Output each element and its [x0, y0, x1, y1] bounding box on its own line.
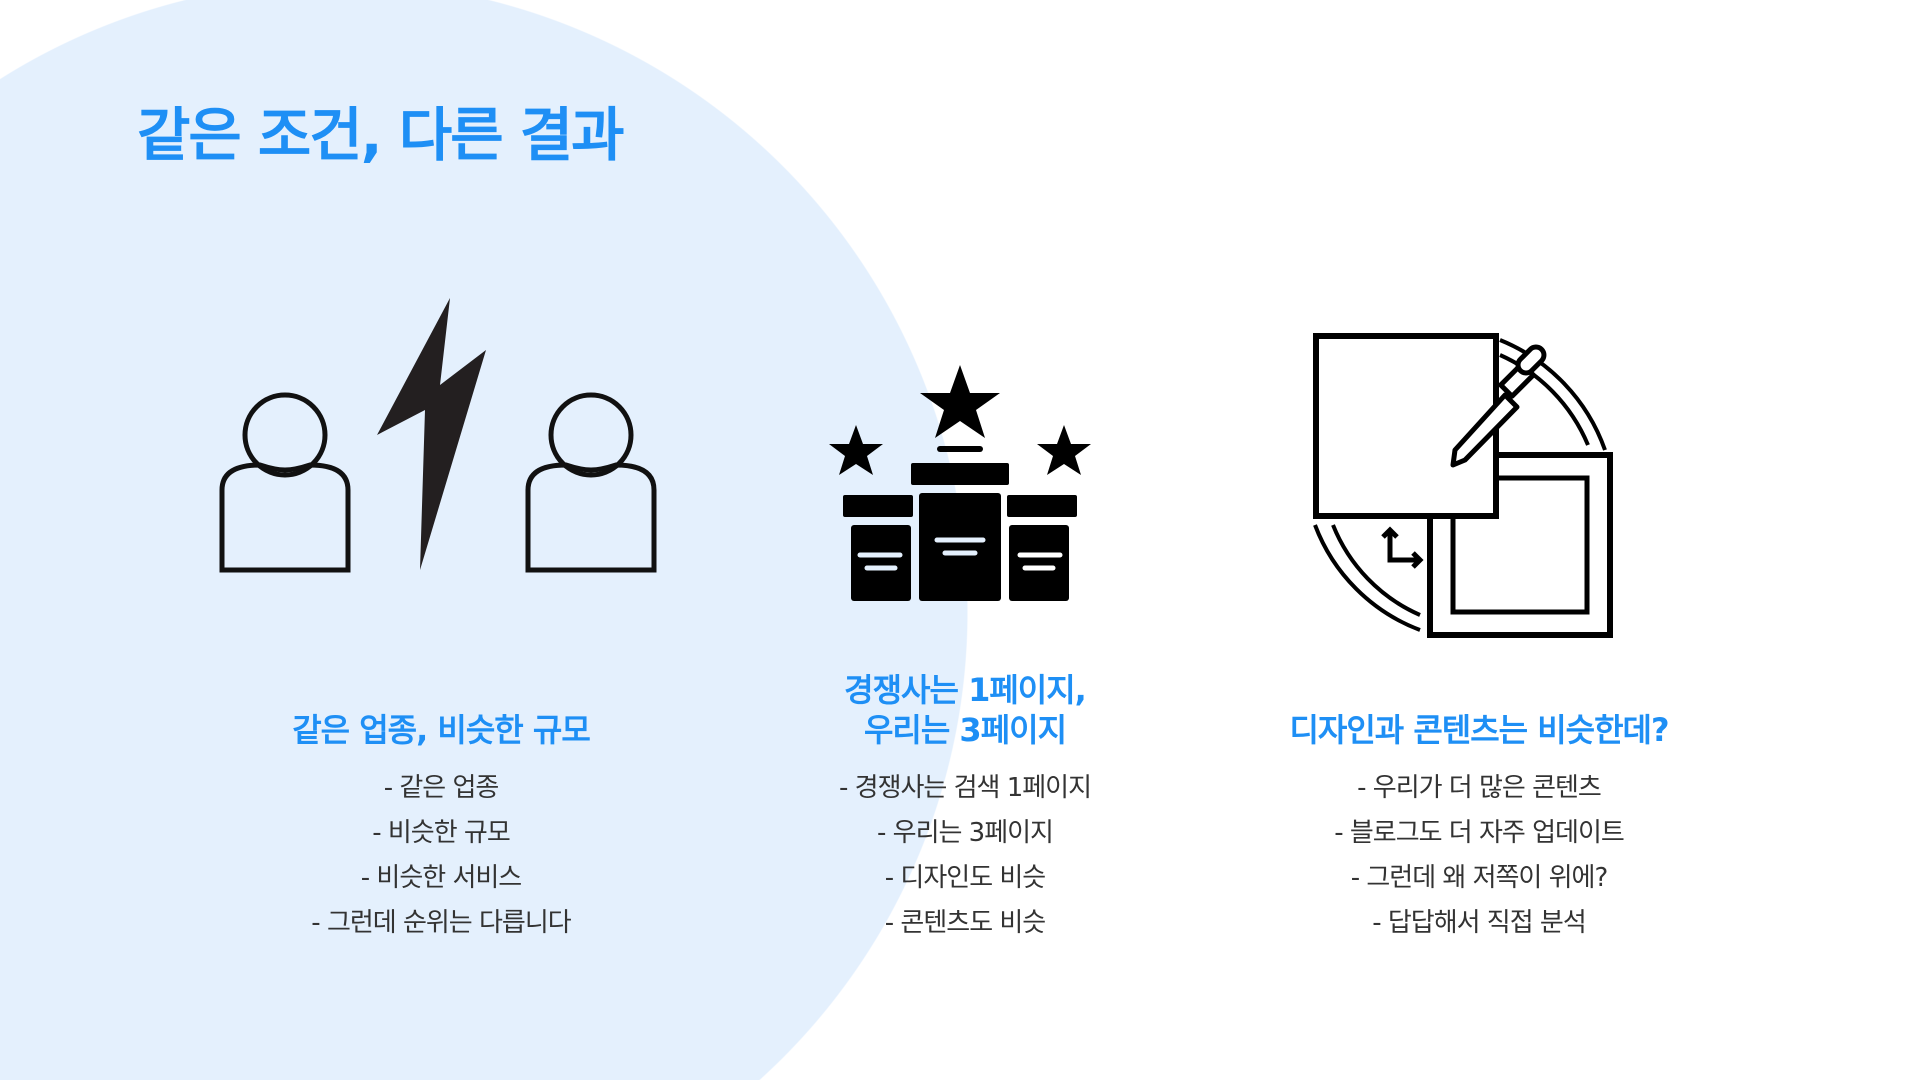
star-icon: [1037, 425, 1091, 475]
list-item: - 우리는 3페이지: [877, 818, 1054, 848]
column-design-content: 디자인과 콘텐츠는 비슷한데? - 우리가 더 많은 콘텐츠 - 블로그도 더 …: [1169, 710, 1789, 946]
page-title: 같은 조건, 다른 결과: [137, 101, 624, 169]
person-head-icon: [548, 392, 634, 478]
person-body-icon: [219, 462, 351, 573]
bullet-list: - 같은 업종 - 비슷한 규모 - 비슷한 서비스 - 그런데 순위는 다릅니…: [131, 766, 751, 946]
list-item: - 답답해서 직접 분석: [1372, 908, 1587, 938]
people-conflict-icon: [219, 298, 657, 573]
list-item: - 디자인도 비슷: [884, 863, 1046, 893]
list-item: - 비슷한 규모: [372, 818, 511, 848]
design-compare-icon: [1313, 333, 1613, 638]
bullet-list: - 경쟁사는 검색 1페이지 - 우리는 3페이지 - 디자인도 비슷 - 콘텐…: [655, 766, 1275, 946]
list-item: - 우리가 더 많은 콘텐츠: [1357, 773, 1602, 803]
person-head-icon: [242, 392, 328, 478]
person-body-icon: [525, 462, 657, 573]
arrow-icon: [1381, 526, 1424, 569]
eyedropper-icon: [1450, 344, 1547, 468]
column-search-rank: 경쟁사는 1페이지,우리는 3페이지 - 경쟁사는 검색 1페이지 - 우리는 …: [655, 670, 1275, 946]
column-heading: 디자인과 콘텐츠는 비슷한데?: [1289, 711, 1669, 749]
list-item: - 그런데 순위는 다릅니다: [311, 908, 571, 938]
star-icon: [829, 425, 883, 475]
list-item: - 블로그도 더 자주 업데이트: [1334, 818, 1625, 848]
column-heading: 같은 업종, 비슷한 규모: [292, 711, 591, 749]
star-icon: [920, 365, 1000, 438]
lightning-icon: [377, 298, 486, 570]
list-item: - 그런데 왜 저쪽이 위에?: [1350, 863, 1609, 893]
list-item: - 같은 업종: [383, 773, 500, 803]
list-item: - 경쟁사는 검색 1페이지: [839, 773, 1092, 803]
square-icon: [1427, 452, 1613, 638]
list-item: - 비슷한 서비스: [360, 863, 522, 893]
column-same-industry: 같은 업종, 비슷한 규모 - 같은 업종 - 비슷한 규모 - 비슷한 서비스…: [131, 710, 751, 946]
podium-stars-icon: [829, 365, 1091, 601]
square-icon: [1313, 333, 1499, 519]
column-heading: 경쟁사는 1페이지,우리는 3페이지: [844, 671, 1087, 749]
bullet-list: - 우리가 더 많은 콘텐츠 - 블로그도 더 자주 업데이트 - 그런데 왜 …: [1169, 766, 1789, 946]
list-item: - 콘텐츠도 비슷: [884, 908, 1046, 938]
